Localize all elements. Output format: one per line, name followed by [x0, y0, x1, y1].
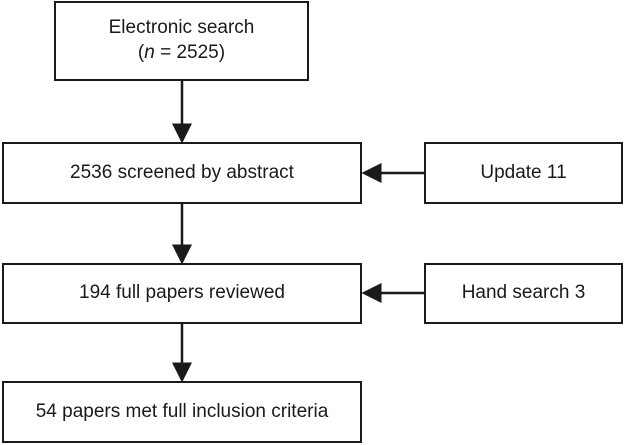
update-label: Update 11: [480, 161, 567, 183]
included-label: 54 papers met full inclusion criteria: [35, 400, 329, 422]
screened-box: 2536 screened by abstract: [2, 142, 362, 204]
hand-search-box: Hand search 3: [424, 263, 623, 324]
full-papers-label: 194 full papers reviewed: [79, 282, 285, 304]
count-value: = 2525): [154, 42, 226, 63]
included-box: 54 papers met full inclusion criteria: [2, 381, 362, 443]
electronic-search-count: (n = 2525): [138, 41, 225, 66]
full-papers-box: 194 full papers reviewed: [2, 263, 362, 324]
update-box: Update 11: [424, 142, 623, 204]
electronic-search-label: Electronic search: [108, 17, 255, 39]
screened-label: 2536 screened by abstract: [70, 161, 294, 183]
electronic-search-box: Electronic search (n = 2525): [54, 1, 309, 81]
count-open: (: [137, 42, 145, 63]
count-variable: n: [144, 42, 155, 63]
hand-search-label: Hand search 3: [461, 282, 586, 304]
